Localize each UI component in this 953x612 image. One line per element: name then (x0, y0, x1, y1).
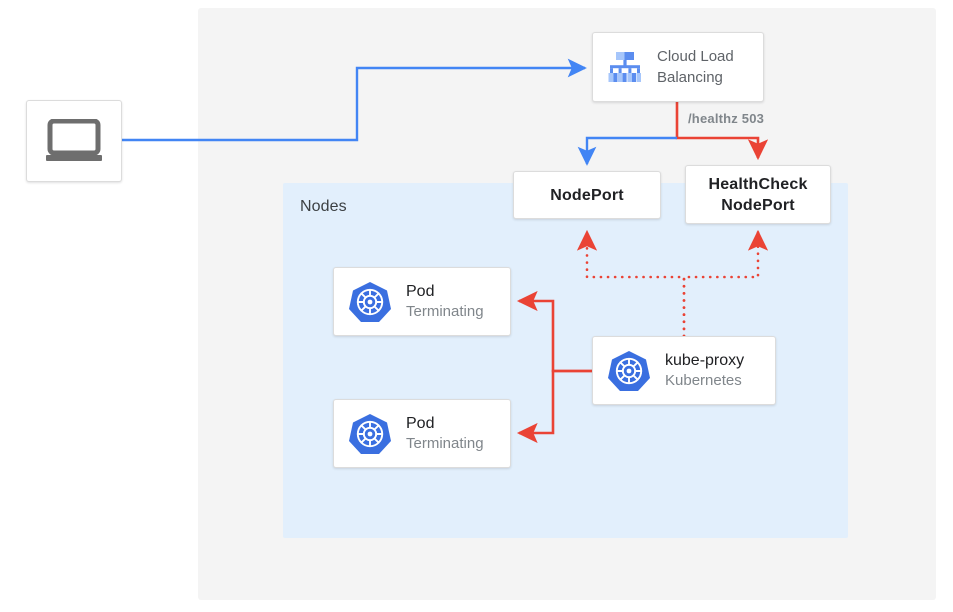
cloud-load-balancing-label-line2: Balancing (657, 69, 723, 86)
cloud-load-balancing-icon (608, 52, 641, 82)
cloud-load-balancing-label: Cloud Load Balancing (657, 46, 734, 88)
kube-proxy-text: kube-proxy Kubernetes (665, 350, 744, 391)
healthz-annotation: /healthz 503 (688, 111, 765, 126)
kubernetes-icon (349, 281, 391, 322)
cloud-load-balancing-label-line1: Cloud Load (657, 48, 734, 65)
kube-proxy-title: kube-proxy (665, 352, 745, 369)
nodeport-label: NodePort (550, 186, 624, 204)
pod-1-text: Pod Terminating (406, 281, 484, 322)
healthcheck-nodeport-node[interactable]: HealthCheck NodePort (685, 165, 831, 224)
nodes-region-label: Nodes (300, 198, 347, 215)
kube-proxy-subtitle: Kubernetes (665, 372, 742, 389)
kubernetes-icon (349, 413, 391, 454)
cloud-load-balancing-node[interactable]: Cloud Load Balancing (592, 32, 764, 102)
pod-2-text: Pod Terminating (406, 413, 484, 454)
client-laptop-node[interactable] (26, 100, 122, 182)
pod-node-2[interactable]: Pod Terminating (333, 399, 511, 468)
kube-proxy-node[interactable]: kube-proxy Kubernetes (592, 336, 776, 405)
laptop-icon (46, 119, 102, 161)
pod-1-title: Pod (406, 283, 435, 300)
kubernetes-icon (608, 350, 650, 391)
nodeport-node[interactable]: NodePort (513, 171, 661, 219)
pod-2-title: Pod (406, 415, 435, 432)
pod-node-1[interactable]: Pod Terminating (333, 267, 511, 336)
healthcheck-nodeport-label: HealthCheck NodePort (708, 175, 808, 214)
pod-2-status: Terminating (406, 435, 484, 452)
pod-1-status: Terminating (406, 303, 484, 320)
